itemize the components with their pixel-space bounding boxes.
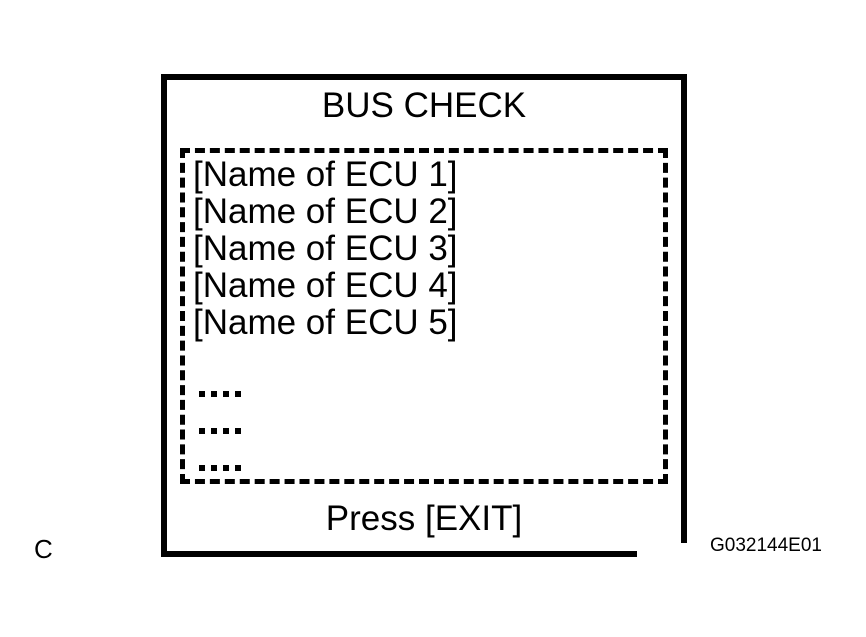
ellipsis-dot — [211, 390, 217, 397]
screen-frame-top-border — [161, 74, 687, 80]
continuation-dots-row — [199, 449, 241, 486]
ellipsis-dot — [223, 464, 229, 471]
ellipsis-dot — [199, 464, 205, 471]
continuation-dots-row — [199, 375, 241, 412]
ellipsis-dot — [235, 464, 241, 471]
screen-frame-bottom-border — [161, 551, 637, 557]
figure-reference-code: G032144E01 — [710, 535, 822, 556]
exit-hint-text: Press [EXIT] — [325, 499, 523, 538]
list-item[interactable]: [Name of ECU 5] — [193, 303, 458, 342]
ecu-list-continuation — [199, 375, 241, 486]
screen-frame-left-border — [161, 74, 167, 557]
ellipsis-dot — [199, 390, 205, 397]
ellipsis-dot — [223, 427, 229, 434]
screen-frame-right-border — [681, 74, 687, 543]
figure-letter-label: C — [34, 534, 53, 564]
ecu-list-panel: [Name of ECU 1] [Name of ECU 2] [Name of… — [180, 148, 668, 484]
list-item[interactable]: [Name of ECU 2] — [193, 192, 458, 231]
ellipsis-dot — [199, 427, 205, 434]
screen-title: BUS CHECK — [321, 86, 527, 125]
ellipsis-dot — [211, 464, 217, 471]
list-item[interactable]: [Name of ECU 3] — [193, 229, 458, 268]
ellipsis-dot — [235, 390, 241, 397]
ellipsis-dot — [235, 427, 241, 434]
ellipsis-dot — [211, 427, 217, 434]
ecu-list[interactable]: [Name of ECU 1] [Name of ECU 2] [Name of… — [193, 156, 663, 341]
list-item[interactable]: [Name of ECU 1] — [193, 155, 458, 194]
list-item[interactable]: [Name of ECU 4] — [193, 266, 458, 305]
ellipsis-dot — [223, 390, 229, 397]
continuation-dots-row — [199, 412, 241, 449]
